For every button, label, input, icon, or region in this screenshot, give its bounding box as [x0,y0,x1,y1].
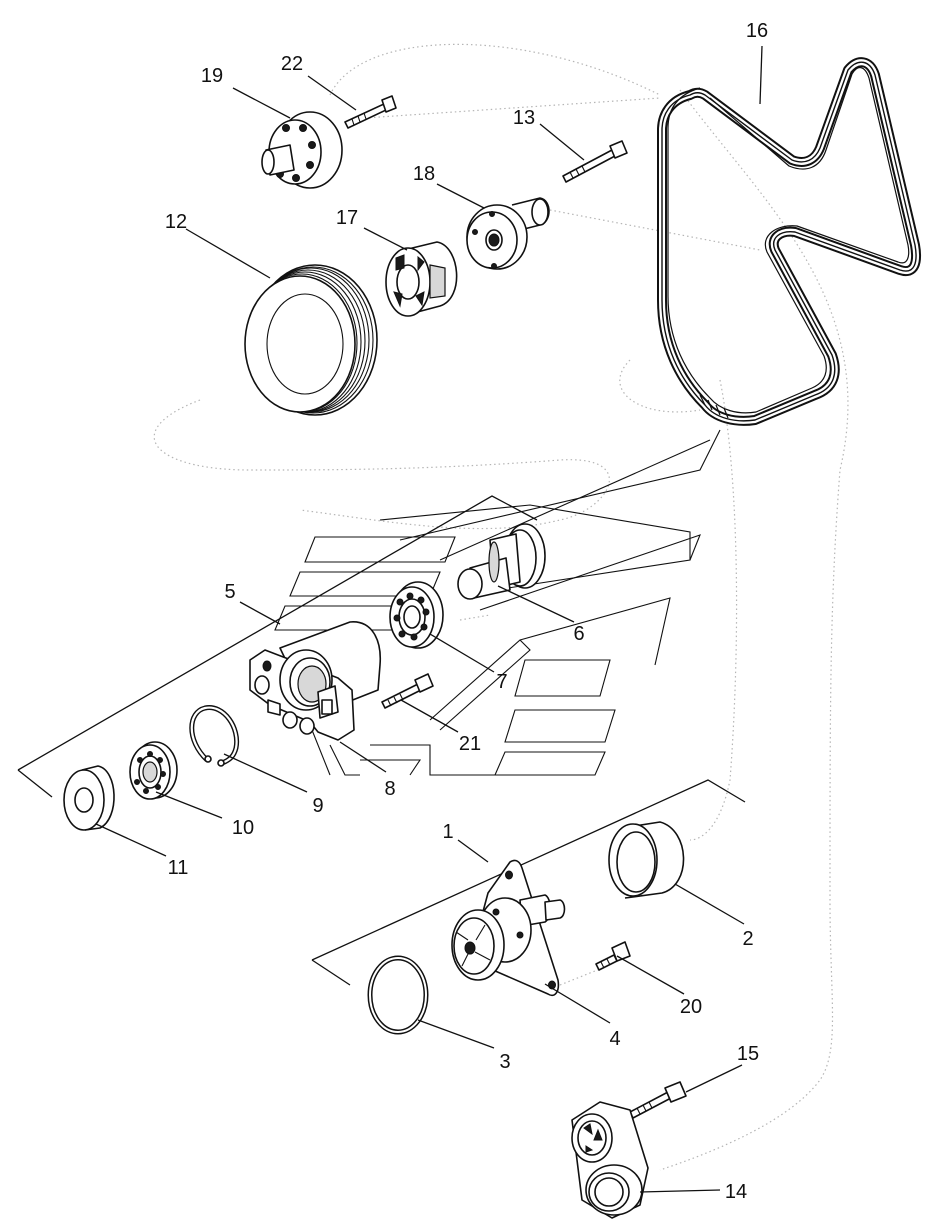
callout-12: 12 [165,211,187,233]
callout-14: 14 [725,1181,747,1203]
poly-v-belt [657,57,922,426]
callout-2: 2 [742,928,753,950]
callout-13: 13 [513,107,535,129]
subassembly-frame-1 [311,779,746,986]
callout-20: 20 [680,996,702,1018]
leader-lines [95,45,763,1193]
bolt-15 [629,1081,687,1119]
callout-18: 18 [413,163,435,185]
bearing-7 [389,581,444,649]
idler-pulley [261,111,343,189]
callout-3: 3 [499,1051,510,1073]
bearing-housing-8 [249,621,382,741]
callout-19: 19 [201,65,223,87]
o-ring-3 [367,955,429,1035]
callout-10: 10 [232,817,254,839]
callout-6: 6 [573,623,584,645]
water-pump-4 [451,859,566,997]
callout-4: 4 [609,1028,620,1050]
shaft-flange-6 [457,523,546,600]
bolt-21 [381,673,434,709]
callout-1: 1 [442,821,453,843]
ghost-frame-hatching [274,429,721,776]
clamping-sleeve-17 [385,241,458,317]
callout-7: 7 [496,671,507,693]
circlip-9 [189,705,240,767]
callout-21: 21 [459,733,481,755]
cap-11 [63,765,115,831]
bearing-10 [129,741,178,800]
callout-16: 16 [746,20,768,42]
callout-8: 8 [384,778,395,800]
bolt-20 [595,941,631,971]
grooved-pulley-12 [244,264,378,416]
belt-tensioner-14 [571,1101,649,1219]
callout-22: 22 [281,53,303,75]
sleeve-2 [608,821,685,899]
callout-17: 17 [336,207,358,229]
bolt-13 [562,140,628,183]
callout-9: 9 [312,795,323,817]
callout-15: 15 [737,1043,759,1065]
callout-labels: 1 2 3 4 5 6 7 8 9 10 11 12 13 14 15 16 1… [165,20,768,1203]
callout-5: 5 [224,581,235,603]
dotted-assembly-lines [153,43,849,1171]
spacer-shaft-18 [466,197,550,270]
bolt-22 [344,95,397,129]
callout-11: 11 [168,857,189,879]
